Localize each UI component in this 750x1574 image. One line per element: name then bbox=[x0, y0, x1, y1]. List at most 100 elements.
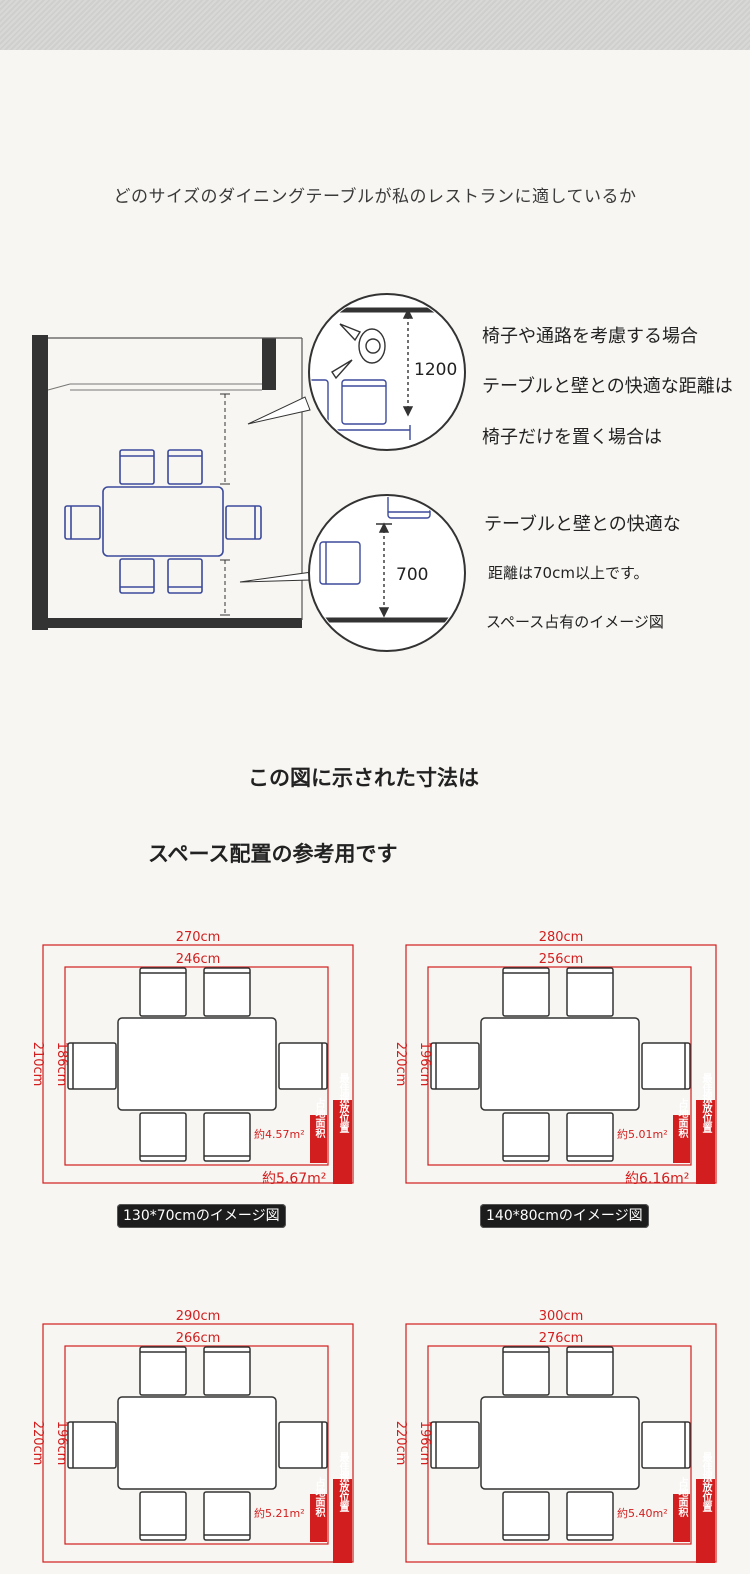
outer-width-label: 300cm bbox=[539, 1309, 584, 1324]
table bbox=[480, 1396, 640, 1490]
chair-top bbox=[203, 967, 251, 1017]
chair-top bbox=[566, 1346, 614, 1396]
note-1: 椅子や通路を考慮する場合 bbox=[482, 326, 698, 347]
layout-diagram-4: 300cm 276cm 220cm 196cm 約5.40m² 占地面积最佳摆放位置 bbox=[393, 1309, 717, 1563]
inner-boundary bbox=[64, 966, 329, 1166]
chair-right bbox=[278, 1042, 328, 1090]
position-tag bbox=[696, 1479, 715, 1563]
position-tag-text: 最佳摆放位置 bbox=[700, 1073, 713, 1133]
inner-height-label: 196cm bbox=[54, 1421, 69, 1466]
note-3: 椅子だけを置く場合は bbox=[482, 427, 662, 448]
position-tag-text: 最佳摆放位置 bbox=[700, 1452, 713, 1512]
area-tag bbox=[310, 1494, 327, 1542]
area-tag-text: 占地面积 bbox=[313, 1476, 325, 1518]
dim-label-1200: 1200 bbox=[414, 360, 457, 380]
chair-right bbox=[278, 1421, 328, 1469]
table-set bbox=[430, 1346, 691, 1541]
layout-diagram-2: 280cm 256cm 220cm 196cm 約5.01m² 約6.16m² 占地面积最佳… bbox=[393, 930, 717, 1187]
chair-top bbox=[566, 967, 614, 1017]
position-tag bbox=[333, 1479, 352, 1563]
area-tag bbox=[310, 1115, 327, 1163]
chair-top bbox=[502, 967, 550, 1017]
chair-top bbox=[139, 1346, 187, 1396]
chair-bottom bbox=[502, 1112, 550, 1162]
chair-left bbox=[430, 1042, 480, 1090]
outer-height-label: 220cm bbox=[393, 1042, 408, 1087]
chair-left bbox=[67, 1421, 117, 1469]
zoom-circle-upper: 1200 bbox=[308, 293, 466, 451]
position-tag-text: 最佳摆放位置 bbox=[337, 1452, 350, 1512]
note-6: スペース占有のイメージ図 bbox=[486, 613, 664, 631]
note-5: 距離は70cm以上です。 bbox=[488, 564, 649, 582]
chair-right bbox=[641, 1421, 691, 1469]
chair-bottom bbox=[566, 1491, 614, 1541]
outer-width-label: 270cm bbox=[176, 930, 221, 945]
note-2: テーブルと壁との快適な距離は bbox=[482, 376, 733, 397]
section-line-2: スペース配置の参考用です bbox=[148, 842, 398, 866]
chair-bottom bbox=[502, 1491, 550, 1541]
table-area-label: 約5.01m² bbox=[617, 1127, 668, 1141]
outer-height-label: 210cm bbox=[30, 1042, 45, 1087]
total-area-label: 約5.67m² bbox=[262, 1171, 326, 1187]
chair-top bbox=[502, 1346, 550, 1396]
position-tag bbox=[696, 1100, 715, 1184]
inner-boundary bbox=[64, 1345, 329, 1545]
outer-width-label: 290cm bbox=[176, 1309, 221, 1324]
area-tag bbox=[673, 1115, 690, 1163]
area-tag-text: 占地面积 bbox=[313, 1097, 325, 1139]
inner-width-label: 266cm bbox=[176, 1331, 221, 1346]
outer-boundary bbox=[405, 944, 717, 1184]
inner-height-label: 196cm bbox=[417, 1042, 432, 1087]
layout-caption-1: 130*70cmのイメージ図 bbox=[117, 1204, 286, 1228]
area-tag bbox=[673, 1494, 690, 1542]
chair-bottom bbox=[203, 1491, 251, 1541]
table-set bbox=[67, 967, 328, 1162]
outer-height-label: 220cm bbox=[30, 1421, 45, 1466]
chair-right bbox=[641, 1042, 691, 1090]
position-tag bbox=[333, 1100, 352, 1184]
top-texture-band bbox=[0, 0, 750, 50]
chair-top bbox=[203, 1346, 251, 1396]
inner-width-label: 256cm bbox=[539, 952, 584, 967]
inner-boundary bbox=[427, 966, 692, 1166]
table-area-label: 約5.21m² bbox=[254, 1506, 305, 1520]
outer-boundary bbox=[42, 944, 354, 1184]
outer-height-label: 220cm bbox=[393, 1421, 408, 1466]
chair-bottom bbox=[139, 1112, 187, 1162]
chair-left bbox=[67, 1042, 117, 1090]
section-line-1: この図に示された寸法は bbox=[248, 766, 479, 790]
chair-bottom bbox=[139, 1491, 187, 1541]
dim-label-700: 700 bbox=[396, 565, 428, 585]
layout-diagram-3: 290cm 266cm 220cm 196cm 約5.21m² 占地面积最佳摆放位置 bbox=[30, 1309, 354, 1563]
chair-left bbox=[430, 1421, 480, 1469]
table-area-label: 約4.57m² bbox=[254, 1127, 305, 1141]
inner-width-label: 246cm bbox=[176, 952, 221, 967]
position-tag-text: 最佳摆放位置 bbox=[337, 1073, 350, 1133]
table-set bbox=[67, 1346, 328, 1541]
inner-height-label: 196cm bbox=[417, 1421, 432, 1466]
page-headline: どのサイズのダイニングテーブルが私のレストランに適しているか bbox=[113, 187, 637, 207]
table bbox=[480, 1017, 640, 1111]
table-area-label: 約5.40m² bbox=[617, 1506, 668, 1520]
table-set bbox=[64, 449, 262, 594]
outer-width-label: 280cm bbox=[539, 930, 584, 945]
table-set bbox=[430, 967, 691, 1162]
area-tag-text: 占地面积 bbox=[676, 1097, 688, 1139]
callout-pointers bbox=[239, 396, 313, 583]
chair-bottom bbox=[566, 1112, 614, 1162]
inner-boundary bbox=[427, 1345, 692, 1545]
zoom-circle-lower: 700 bbox=[308, 494, 466, 652]
layout-caption-2: 140*80cmのイメージ図 bbox=[480, 1204, 649, 1228]
area-tag-text: 占地面积 bbox=[676, 1476, 688, 1518]
room-walls bbox=[32, 335, 303, 630]
table bbox=[117, 1017, 277, 1111]
inner-width-label: 276cm bbox=[539, 1331, 584, 1346]
floorplan-diagram: 1200 700 bbox=[32, 293, 466, 652]
chair-bottom bbox=[203, 1112, 251, 1162]
total-area-label: 約6.16m² bbox=[625, 1171, 689, 1187]
note-4: テーブルと壁との快適な bbox=[484, 514, 681, 535]
chair-top bbox=[139, 967, 187, 1017]
table bbox=[117, 1396, 277, 1490]
dimension-lines bbox=[220, 393, 230, 616]
